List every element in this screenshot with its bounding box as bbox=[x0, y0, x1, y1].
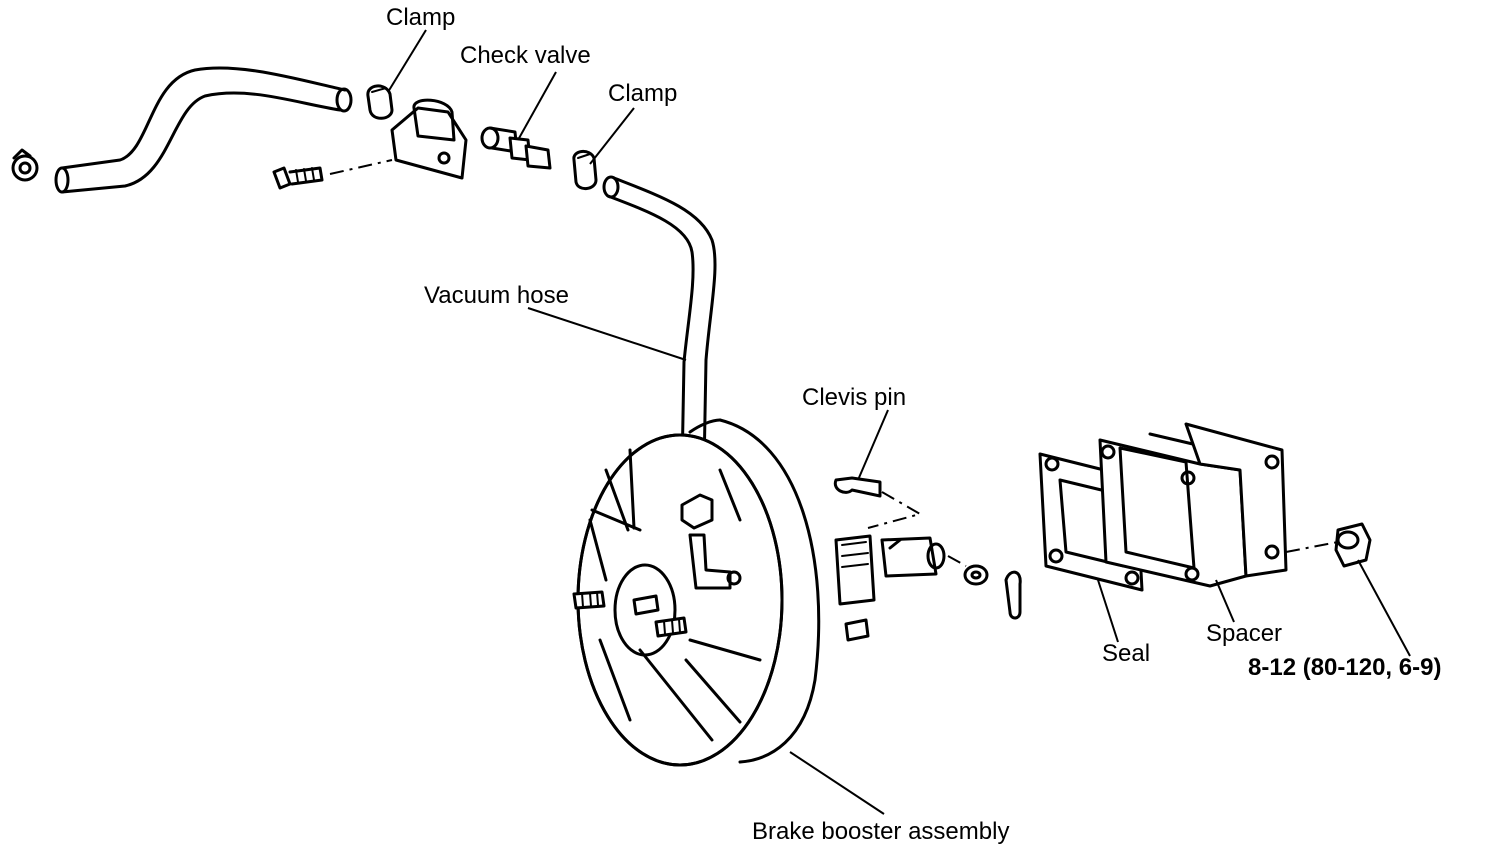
label-seal: Seal bbox=[1102, 640, 1151, 667]
label-clamp-right: Clamp bbox=[608, 80, 678, 107]
label-clamp-top: Clamp bbox=[386, 4, 456, 31]
clamp-upper bbox=[366, 84, 394, 120]
label-check-valve: Check valve bbox=[460, 42, 591, 69]
left-end-clamp bbox=[11, 148, 39, 182]
clevis-pin-part bbox=[833, 476, 923, 529]
rear-gasket-part bbox=[1184, 422, 1288, 578]
washer-part bbox=[963, 564, 989, 586]
check-valve-bracket bbox=[390, 98, 468, 180]
label-clevis-pin: Clevis pin bbox=[802, 384, 907, 411]
bracket-bolt bbox=[272, 159, 393, 190]
check-valve-part bbox=[480, 126, 552, 170]
brake-booster-body bbox=[572, 418, 876, 767]
clevis-part bbox=[880, 536, 946, 578]
vacuum-hose-part bbox=[602, 175, 717, 480]
cotter-pin-part bbox=[947, 555, 1022, 620]
label-brake-booster: Brake booster assembly bbox=[752, 818, 1010, 845]
label-torque-spec: 8-12 (80-120, 6-9) bbox=[1248, 654, 1442, 681]
upper-left-hose bbox=[54, 66, 353, 194]
nut-part bbox=[1285, 522, 1372, 568]
clamp-right-part bbox=[572, 150, 598, 190]
label-vacuum-hose: Vacuum hose bbox=[424, 282, 569, 309]
label-spacer: Spacer bbox=[1206, 620, 1283, 647]
leader-lines bbox=[387, 29, 1411, 815]
